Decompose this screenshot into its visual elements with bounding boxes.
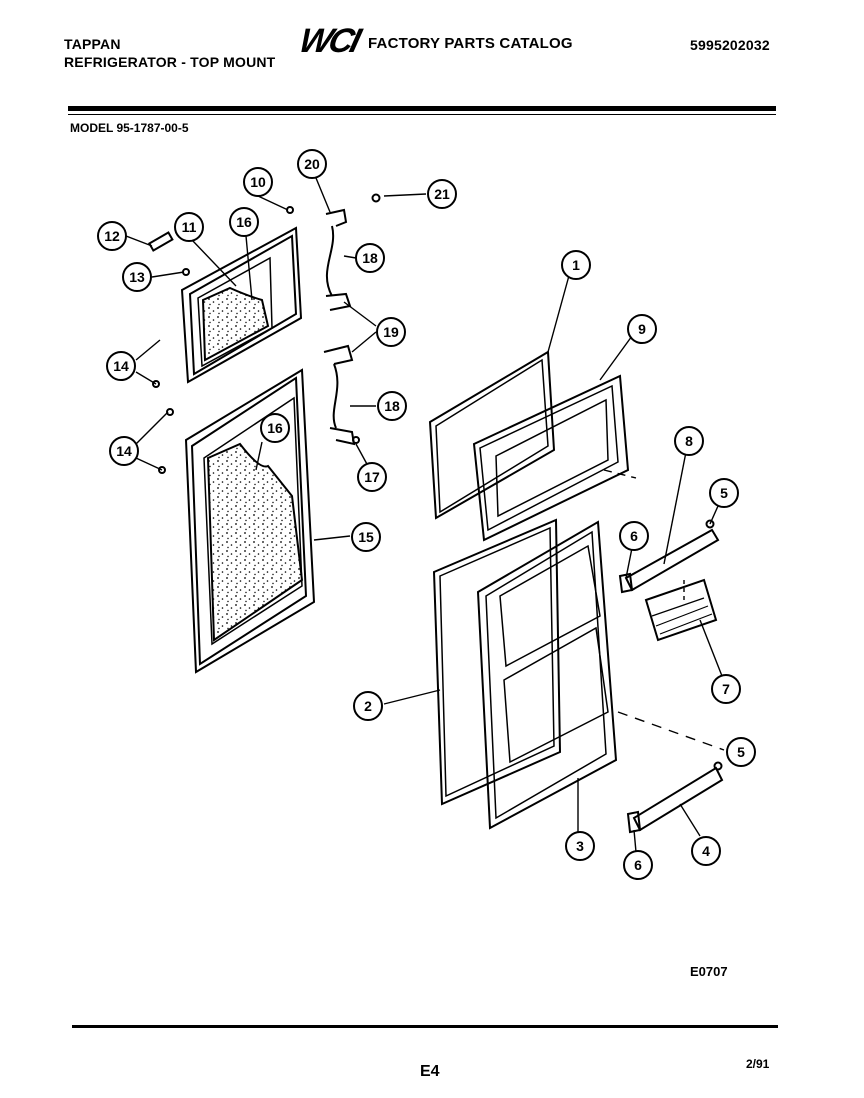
svg-text:19: 19 (383, 324, 399, 340)
svg-text:9: 9 (638, 321, 646, 337)
svg-text:13: 13 (129, 269, 145, 285)
callout-18-lower: 18 (377, 391, 407, 421)
page-code: E4 (420, 1063, 440, 1080)
callout-20: 20 (297, 149, 327, 179)
svg-text:7: 7 (722, 681, 730, 697)
callout-21: 21 (427, 179, 457, 209)
svg-text:21: 21 (434, 186, 450, 202)
product-label: REFRIGERATOR - TOP MOUNT (64, 54, 276, 70)
lower-shelf-rail (626, 766, 724, 834)
callout-14-upper: 14 (106, 351, 136, 381)
svg-text:18: 18 (384, 398, 400, 414)
fresh-food-door-insulation (206, 442, 304, 642)
callout-18-upper: 18 (355, 243, 385, 273)
callout-17: 17 (357, 462, 387, 492)
svg-text:3: 3 (576, 838, 584, 854)
svg-text:20: 20 (304, 156, 320, 172)
freezer-door-gasket (428, 350, 556, 520)
callout-2: 2 (353, 691, 383, 721)
screw-parts (147, 193, 723, 771)
callout-16-upper: 16 (229, 207, 259, 237)
catalog-part-number: 5995202032 (690, 37, 770, 53)
fresh-food-door-panel (184, 368, 316, 674)
callout-4: 4 (691, 836, 721, 866)
svg-text:5: 5 (737, 744, 745, 760)
figure-code: E0707 (690, 964, 728, 979)
freezer-door-insulation (201, 286, 270, 362)
freezer-door-panel (180, 226, 303, 384)
page-date: 2/91 (746, 1057, 770, 1071)
svg-text:4: 4 (702, 843, 710, 859)
callout-6-lower: 6 (623, 850, 653, 880)
callout-16-lower: 16 (260, 413, 290, 443)
callout-7: 7 (711, 674, 741, 704)
header-rule (68, 106, 776, 111)
svg-text:5: 5 (720, 485, 728, 501)
header-rule-thin (68, 114, 776, 115)
callout-15: 15 (351, 522, 381, 552)
callout-19: 19 (376, 317, 406, 347)
fresh-food-door-liner (476, 520, 618, 830)
svg-text:8: 8 (685, 433, 693, 449)
dairy-compartment (644, 578, 718, 642)
svg-text:14: 14 (113, 358, 129, 374)
callout-3: 3 (565, 831, 595, 861)
callout-5-lower: 5 (726, 737, 756, 767)
upper-hinge (325, 208, 352, 311)
callout-5-upper: 5 (709, 478, 739, 508)
callout-balloons: 1 2 3 4 5 5 6 6 7 8 9 10 11 12 13 14 14 … (97, 149, 756, 880)
svg-text:12: 12 (104, 228, 120, 244)
svg-text:16: 16 (236, 214, 252, 230)
callout-12: 12 (97, 221, 127, 251)
svg-text:14: 14 (116, 443, 132, 459)
model-label: MODEL 95-1787-00-5 (70, 121, 189, 135)
callout-6-upper: 6 (619, 521, 649, 551)
svg-text:2: 2 (364, 698, 372, 714)
svg-text:18: 18 (362, 250, 378, 266)
callout-13: 13 (122, 262, 152, 292)
brand-label: TAPPAN (64, 36, 121, 52)
svg-text:11: 11 (182, 219, 197, 235)
callout-9: 9 (627, 314, 657, 344)
callout-8: 8 (674, 426, 704, 456)
catalog-title: FACTORY PARTS CATALOG (368, 35, 573, 52)
lower-hinge (323, 344, 356, 446)
callout-11: 11 (174, 212, 204, 242)
callout-14-lower: 14 (109, 436, 139, 466)
freezer-door-liner (472, 374, 630, 542)
fresh-food-door-gasket (432, 518, 562, 806)
svg-text:6: 6 (634, 857, 642, 873)
svg-text:15: 15 (358, 529, 374, 545)
svg-text:1: 1 (572, 257, 580, 273)
svg-text:17: 17 (364, 469, 380, 485)
svg-text:6: 6 (630, 528, 638, 544)
leader-lines (125, 177, 725, 853)
callout-10: 10 (243, 167, 273, 197)
svg-text:10: 10 (250, 174, 266, 190)
callout-1: 1 (561, 250, 591, 280)
footer-rule (72, 1025, 778, 1028)
svg-text:16: 16 (267, 420, 283, 436)
